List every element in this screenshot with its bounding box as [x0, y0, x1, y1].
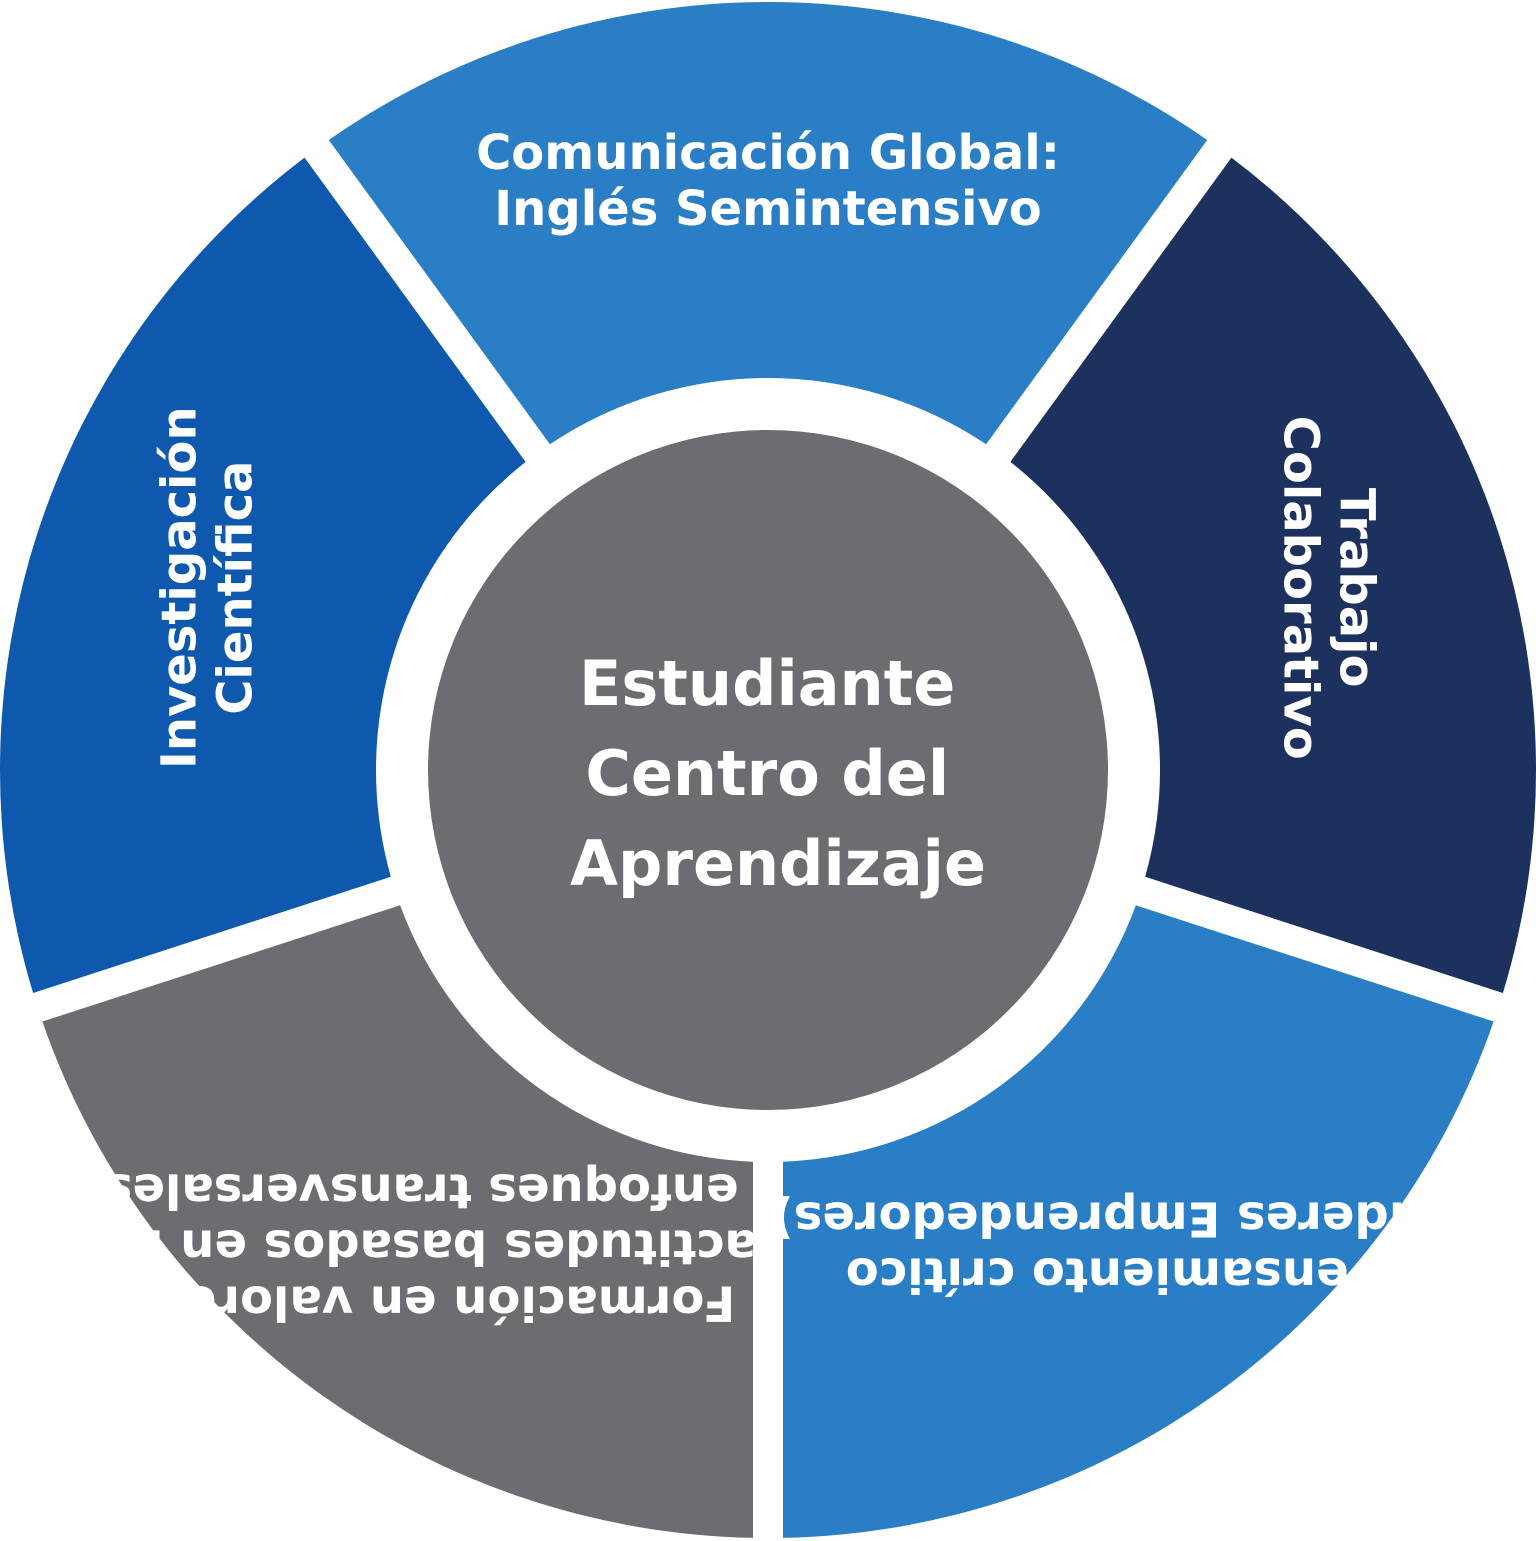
segment-pensamiento-critico: Pensamiento crítico(Líderes Emprendedore…	[772, 905, 1494, 1538]
segment-label-trabajo-colaborativo: TrabajoColaborativo	[1272, 416, 1384, 760]
center-label-line-2: Centro del	[585, 737, 949, 810]
segment-formacion-valores: Formación en valores yactitudes basados …	[42, 905, 757, 1538]
segment-label-formacion-valores: Formación en valores yactitudes basados …	[86, 1163, 757, 1331]
segment-label-line: (Líderes Emprendedores)	[772, 1191, 1458, 1247]
center-circle	[428, 430, 1108, 1110]
segment-label-line: Pensamiento crítico	[846, 1247, 1384, 1303]
segment-shape-pensamiento-critico	[782, 905, 1494, 1538]
segment-shape-trabajo-colaborativo	[1010, 157, 1536, 994]
segment-label-line: Científica	[208, 461, 264, 715]
center-label-line-3: Aprendizaje	[570, 827, 986, 900]
segment-shape-formacion-valores	[42, 905, 754, 1538]
segment-label-line: Formación en valores y	[107, 1275, 735, 1331]
segment-label-investigacion-cientifica: InvestigaciónCientífica	[152, 406, 264, 769]
segment-shape-investigacion-cientifica	[0, 157, 526, 994]
segment-label-pensamiento-critico: Pensamiento crítico(Líderes Emprendedore…	[772, 1191, 1458, 1303]
segment-label-line: enfoques transversales	[104, 1163, 739, 1219]
segment-investigacion-cientifica: InvestigaciónCientífica	[0, 157, 526, 994]
segment-label-line: actitudes basados en los	[86, 1219, 757, 1275]
segment-label-line: Comunicación Global:	[476, 125, 1060, 181]
segment-shape-comunicacion-global	[328, 2, 1208, 445]
segment-label-line: Trabajo	[1328, 488, 1384, 688]
segment-label-line: Investigación	[152, 406, 208, 769]
segment-label-line: Inglés Semintensivo	[494, 181, 1041, 237]
segment-comunicacion-global: Comunicación Global:Inglés Semintensivo	[328, 2, 1208, 445]
segment-label-comunicacion-global: Comunicación Global:Inglés Semintensivo	[476, 125, 1060, 237]
segment-label-line: Colaborativo	[1272, 416, 1328, 760]
center-label: Estudiante Centro del Aprendizaje	[570, 647, 986, 900]
segment-trabajo-colaborativo: TrabajoColaborativo	[1010, 157, 1536, 994]
center-label-line-1: Estudiante	[579, 647, 955, 720]
